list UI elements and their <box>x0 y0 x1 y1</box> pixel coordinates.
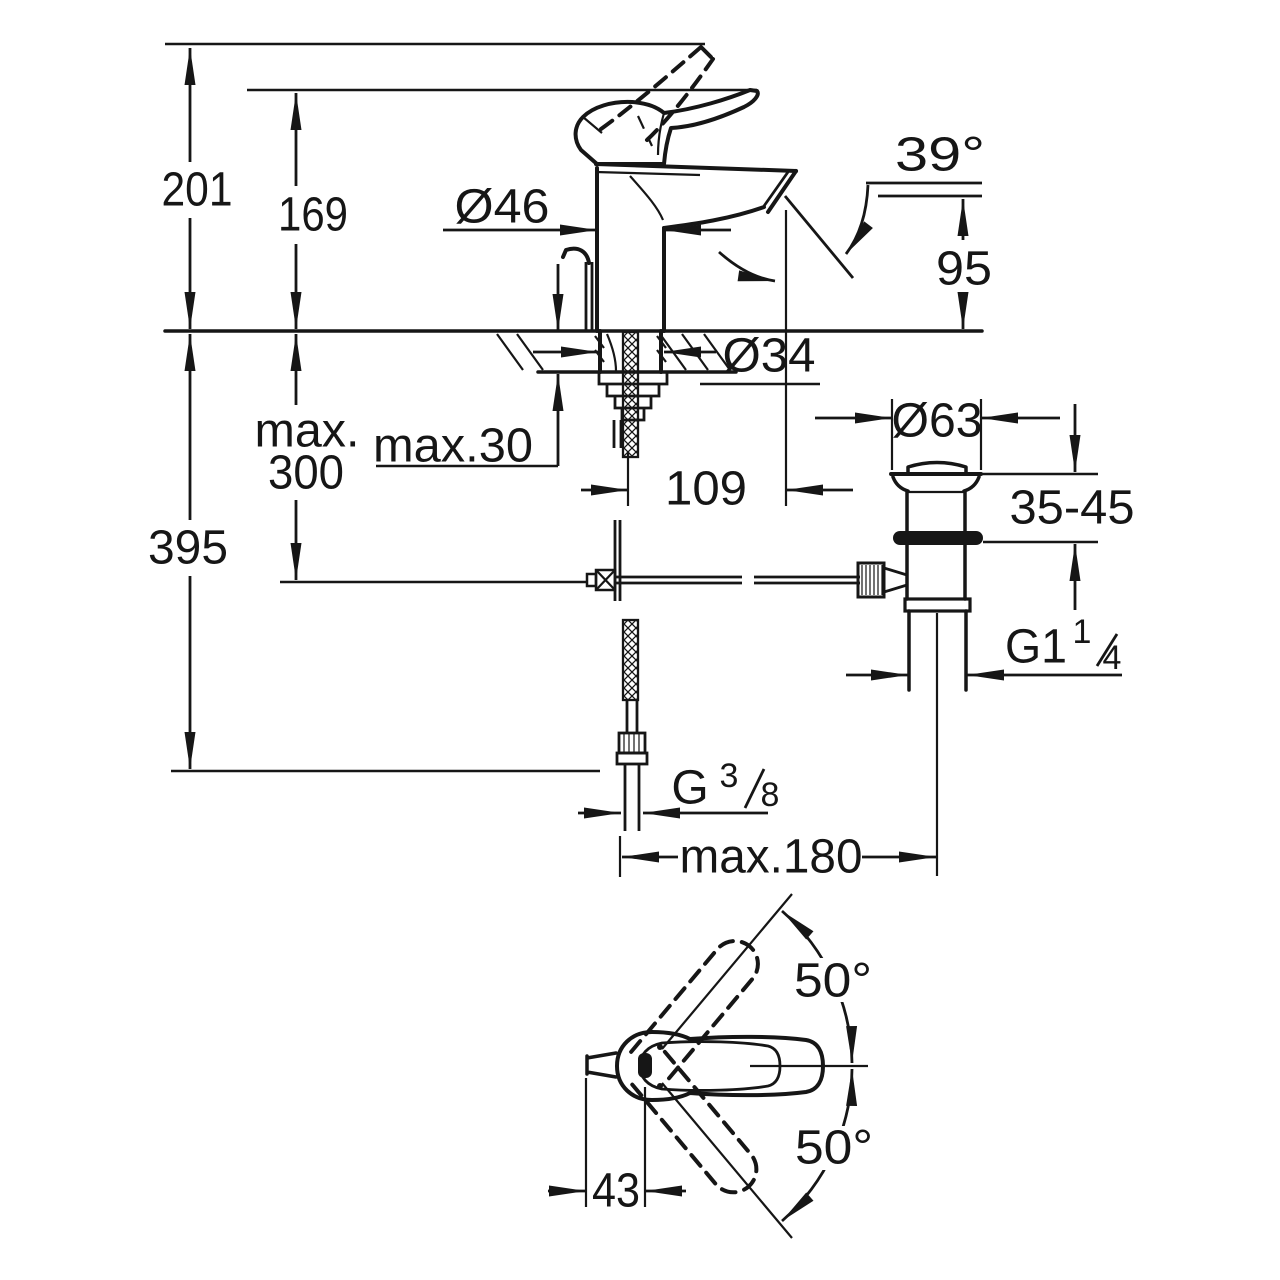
drain-thread-fraction-slash <box>1095 633 1119 667</box>
spout-outlet-face <box>766 169 798 214</box>
supply-thread-label: G 3 8 <box>671 757 779 815</box>
drain-o-ring <box>893 531 983 545</box>
handle-cartridge-mark <box>638 1053 652 1078</box>
supply-thread-fraction-slash <box>743 768 766 809</box>
drain-body-upper <box>905 489 967 533</box>
supply-thread-denominator: 8 <box>761 776 780 814</box>
dim-hose-to-drain-label: max.180 <box>680 831 863 884</box>
dim-rod-max-value-label: 300 <box>268 447 344 500</box>
fitting-tip <box>585 572 598 588</box>
angle-39-stream-line <box>783 195 855 279</box>
dim-outlet-height-label: 95 <box>936 243 992 296</box>
supply-hose-braid-upper <box>621 330 640 459</box>
rod-adjuster-knob <box>856 561 908 599</box>
dim-drain-mount-range-label: 35-45 <box>1010 482 1135 535</box>
dim-hose-length-label: 395 <box>148 522 228 575</box>
dim-swivel-down-label: 50° <box>795 1122 873 1175</box>
ref-lines-drain-mount <box>981 472 1098 544</box>
dim-body-diameter-label: Ø46 <box>455 181 550 234</box>
label-mask-upper <box>790 958 878 1002</box>
dim-spout-top-height-label: 169 <box>278 189 348 242</box>
popup-cross-fitting <box>585 568 617 592</box>
popup-rod-upper <box>584 262 594 331</box>
connector-flange <box>615 751 649 766</box>
mounting-shank-sides <box>598 329 663 374</box>
drain-waste-valve <box>889 460 983 876</box>
dim-overall-height-label: 201 <box>162 164 233 217</box>
spout-aerator-line <box>762 171 790 207</box>
faucet-body-sides <box>595 166 666 333</box>
knob-body <box>856 561 886 599</box>
dim-swivel-up-label: 50° <box>794 955 872 1008</box>
dim-deck-thickness-label: max.30 <box>373 420 533 473</box>
faucet-cap-seam <box>595 170 701 177</box>
body-contour-line <box>629 175 665 221</box>
drain-thread-main: G1 <box>1005 621 1067 674</box>
drain-thread-label: G1 1 4 <box>1005 613 1121 677</box>
handle-detail-dot-top <box>657 1044 663 1050</box>
dim-spout-projection-label: 109 <box>665 463 747 516</box>
supply-hose-connector <box>615 731 649 831</box>
spout-nub-top-view <box>585 1051 618 1079</box>
supply-thread-main: G <box>671 762 708 815</box>
dim-shank-diameter-label: Ø34 <box>723 330 816 383</box>
dim-drain-flange-diameter-label: Ø63 <box>892 395 983 448</box>
dimension-annotations: 201 169 395 max. 300 max.30 Ø46 Ø34 <box>148 48 1135 884</box>
lever-handle-closed <box>573 88 760 166</box>
mounting-tube <box>612 420 623 448</box>
drain-thread-numerator: 1 <box>1073 613 1092 651</box>
label-mask-lower <box>790 1126 878 1170</box>
dim-spout-angle-label: 39° <box>895 129 985 182</box>
drain-body-lower <box>905 543 967 601</box>
ref-lines-drain-flange <box>890 399 983 470</box>
handle-detail-dot-bottom <box>657 1083 663 1089</box>
supply-hose-braid-lower <box>621 618 640 702</box>
shank-inner-hose-curve <box>605 333 618 372</box>
shank-thread-hatch <box>594 335 667 363</box>
hose-end-tube <box>625 700 639 733</box>
drain-tailpipe <box>907 609 968 692</box>
popup-horizontal-rod <box>615 575 860 585</box>
mounting-washer-and-nut-steps <box>597 370 669 422</box>
swivel-axis-lines <box>661 893 793 1239</box>
flow-direction-arrow <box>718 250 776 283</box>
handle-swivel-up-dashed <box>629 939 760 1084</box>
fitting-body <box>594 568 617 592</box>
angle-39-arc-arrow <box>844 184 873 255</box>
lever-handle-facets <box>582 112 666 156</box>
drain-plug-cap <box>906 460 968 475</box>
knob-knurl <box>861 565 883 595</box>
handle-top-outline <box>615 1030 825 1102</box>
connector-knurl <box>623 734 640 752</box>
connector-thread-tube <box>623 764 641 831</box>
supply-thread-numerator: 3 <box>720 757 739 795</box>
drain-locknut <box>903 597 972 613</box>
spout-underside <box>662 205 766 230</box>
connector-nut <box>617 731 647 755</box>
drain-flange-sides <box>891 475 981 493</box>
dim-spout-handle-offset-label: 43 <box>592 1165 640 1218</box>
handle-top-view: 50° 50° 43 <box>548 893 878 1239</box>
lever-handle-hidden-line <box>637 115 653 147</box>
dim-rod-max-prefix-label: max. <box>255 405 360 458</box>
angle-39-reference-lines <box>866 181 982 198</box>
popup-rod-knob <box>561 246 591 265</box>
fitting-cross-lines <box>595 569 616 591</box>
drain-thread-denominator: 4 <box>1103 639 1122 677</box>
lever-handle-raised-dashed <box>599 45 715 142</box>
knob-neck <box>883 566 908 594</box>
